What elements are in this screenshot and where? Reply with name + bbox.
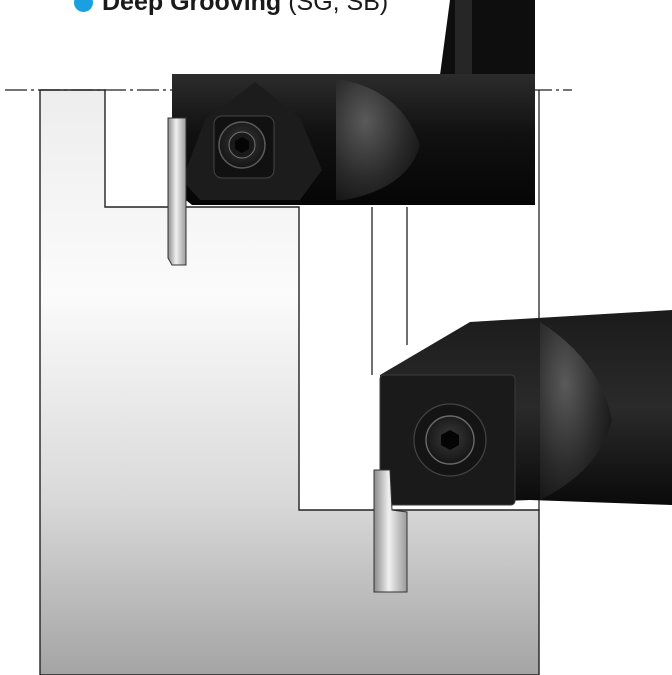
workpiece-section [39,89,540,675]
upper-clamp-screw-icon [213,115,275,179]
upper-grooving-blade [167,117,187,266]
lower-boring-groove-tool [373,310,672,593]
upper-grooving-tool [167,0,535,266]
section-title-main: Deep Grooving [102,0,282,16]
section-bullet-icon [74,0,93,12]
section-title-subtitle: (SG, SB) [288,0,389,16]
lower-clamp-screw-icon [413,403,487,477]
lower-grooving-blade [373,469,408,593]
section-title: Deep Grooving (SG, SB) [74,0,388,16]
